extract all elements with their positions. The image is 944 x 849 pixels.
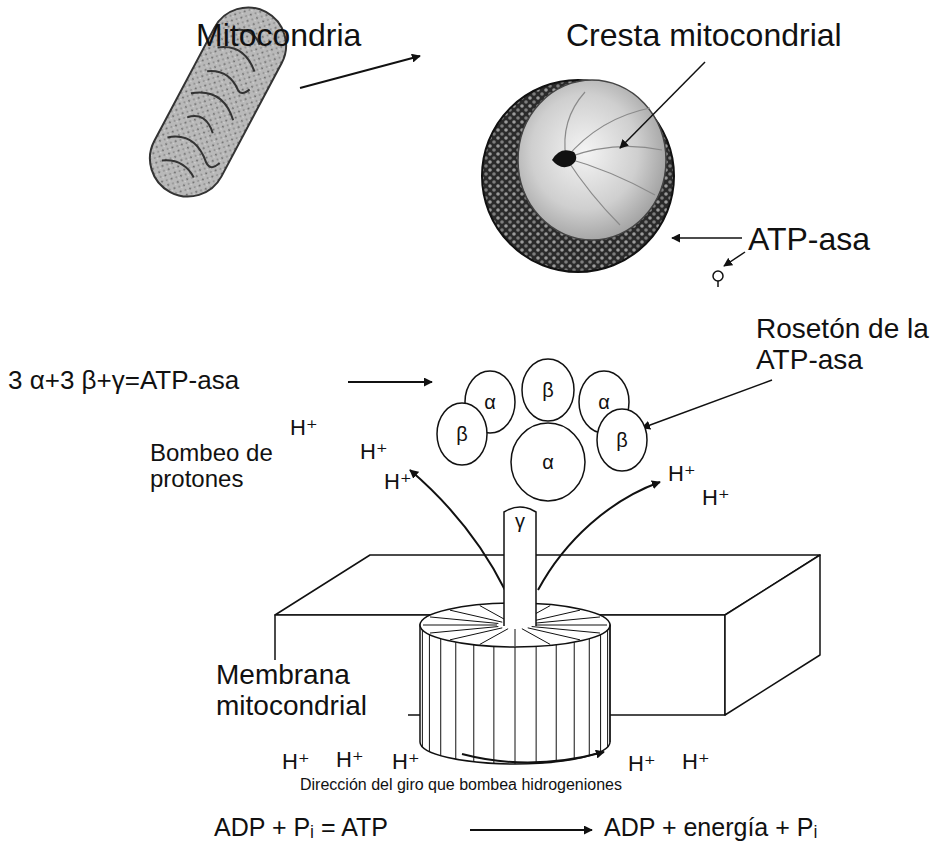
subunit-letter: α [484, 391, 496, 413]
leader-line [642, 380, 772, 428]
subunit-ellipse: β [596, 408, 648, 472]
part-name: Cresta mitocondrial [566, 18, 842, 53]
rotor-stripe [515, 647, 516, 764]
part-name: Rosetón de la ATP-asa [756, 314, 938, 376]
subunit-ellipse: β [436, 402, 488, 466]
rotor-stripe [610, 625, 611, 742]
rotor-stripe [429, 635, 430, 752]
proton-label: H⁺ [392, 750, 420, 774]
subunit-letter: β [542, 379, 554, 401]
proton-label: H⁺ [282, 750, 310, 774]
rotor-stripe [589, 639, 590, 756]
part-name: Mitocondria [196, 18, 361, 53]
atpase-particle-symbol [713, 271, 723, 287]
part-name: Membrana mitocondrial [214, 660, 408, 722]
subunit-letter: α [542, 451, 554, 473]
rotor-segment [430, 617, 498, 624]
atpase-studded-rim [482, 80, 674, 272]
leader-line [672, 237, 742, 239]
rotor-segment [515, 629, 516, 646]
rotor-segment [480, 629, 508, 645]
rotor-stripe [607, 630, 608, 747]
rotor-stripe [422, 630, 423, 747]
rotor-stripe [440, 639, 441, 756]
subunit-outline [437, 403, 487, 465]
proton-label: H⁺ [682, 750, 710, 774]
rotation-arrow [462, 752, 604, 763]
rotor-segment [528, 628, 580, 640]
leader-line [348, 381, 432, 383]
part-name: Bombeo de protones [150, 440, 282, 493]
membrane-side-face [725, 555, 820, 715]
rotor-segment [430, 627, 498, 634]
caption-note: Dirección del giro que bombea hidrogenio… [300, 776, 622, 794]
rotor-stripe [574, 642, 575, 759]
rotor-segment [450, 610, 502, 622]
proton-label: H⁺ [336, 748, 364, 772]
subunit-outline [511, 423, 585, 501]
proton-flow-arrow [410, 470, 505, 590]
subunit-letter: β [456, 423, 468, 445]
rotor-segment [450, 628, 502, 640]
rotor-stripe [600, 635, 601, 752]
crista-folds [565, 92, 662, 225]
leader-line [724, 252, 745, 266]
subunit-ellipse: β [521, 358, 575, 422]
gamma-stalk: γ [503, 504, 537, 626]
proton-label: H⁺ [628, 752, 656, 776]
stalk-outline [504, 507, 536, 626]
rotor-segment [533, 625, 607, 626]
proton-label: H⁺ [384, 470, 412, 494]
part-name: ATP-asa [748, 222, 870, 257]
rotor-segment [423, 625, 497, 626]
proton-label: H⁺ [668, 462, 696, 486]
zoom-arrow [300, 56, 420, 88]
subunit-letter: β [616, 429, 628, 451]
subunit-letter: α [598, 391, 610, 413]
rotor-stripe [473, 645, 474, 762]
rotor-stripe [556, 645, 557, 762]
crista-illustration [482, 80, 674, 272]
subunit-letter: γ [515, 510, 525, 532]
rotor-segment [522, 629, 550, 645]
leader-line [620, 62, 705, 148]
subunit-ellipse: α [510, 422, 586, 502]
rotor-segment [532, 617, 600, 624]
composition-formula: 3 α+3 β+γ=ATP-asa [8, 366, 239, 395]
proton-label: H⁺ [702, 486, 730, 510]
proton-label: H⁺ [290, 416, 318, 440]
subunit-outline [597, 409, 647, 471]
crista-surface [518, 80, 666, 240]
reaction-equation: ADP + Pᵢ = ATP [214, 814, 388, 842]
subunit-outline [522, 359, 574, 421]
rotor-body [420, 625, 610, 764]
crista-dark-spot [552, 150, 576, 167]
reaction-arrow [470, 829, 592, 831]
proton-label: H⁺ [360, 440, 388, 464]
rotor-segment [532, 627, 600, 634]
rotor-stripe [455, 642, 456, 759]
rotor-cylinder [420, 603, 610, 764]
rotor-stripe [536, 646, 537, 763]
reaction-equation: ADP + energía + Pᵢ [604, 814, 817, 842]
rotor-stripe [493, 646, 494, 763]
